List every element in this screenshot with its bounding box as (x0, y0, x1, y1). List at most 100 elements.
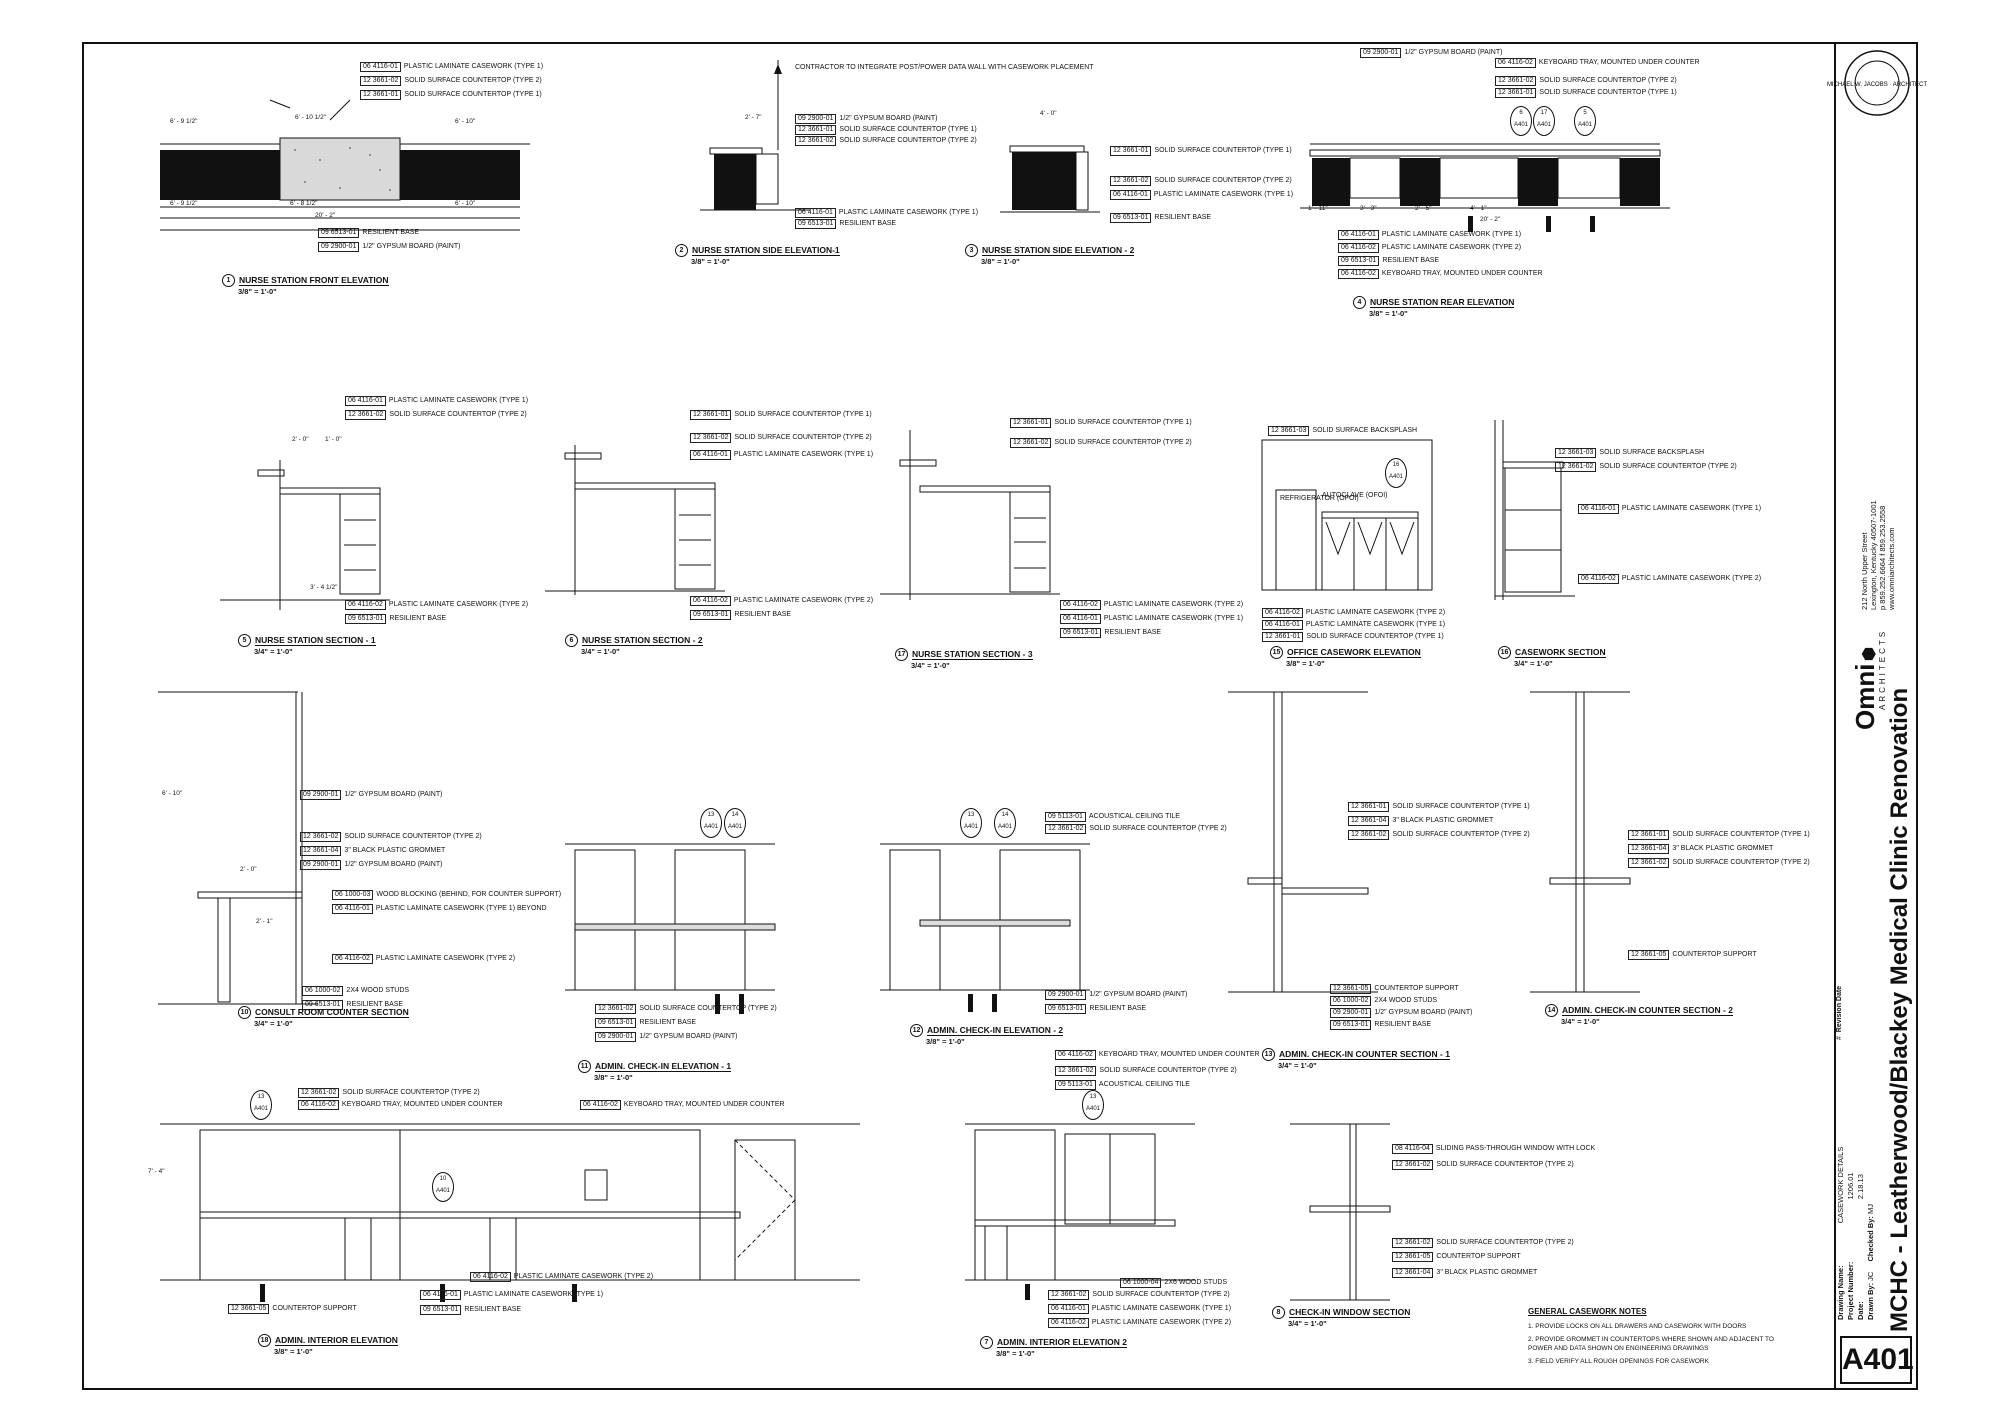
title-block (1834, 42, 1918, 1390)
firm-address: 212 North Upper Street Lexington, Kentuc… (1860, 500, 1896, 610)
nurse-station-section-3-drawing (880, 430, 1060, 600)
keynote: CONTRACTOR TO INTEGRATE POST/POWER DATA … (795, 64, 1094, 71)
dimension: 3' - 4 1/2" (310, 584, 338, 591)
drawing-frame (82, 42, 1918, 1390)
dimension: 4' - 1" (1470, 205, 1487, 212)
office-casework-elevation-drawing (1261, 439, 1433, 591)
rear-elevation-drawing (1300, 143, 1670, 232)
side-elevation-2-drawing (1000, 145, 1100, 213)
dimension: 3' - 3" (1360, 205, 1377, 212)
consult-room-counter-section-drawing (158, 691, 318, 1005)
dimension: 6' - 9 1/2" (170, 200, 198, 207)
architect-seal: MICHAEL W. JACOBS · ARCHITECT (1827, 50, 1927, 116)
title-block-fields: Drawing Name: CASEWORK DETAILS Project N… (1836, 1146, 1875, 1320)
dimension: 1' - 0" (325, 436, 342, 443)
firm-logo: Omni ⬢ (1850, 647, 1881, 730)
firm-name: Omni (1850, 663, 1880, 730)
admin-check-in-counter-section-2-drawing (1530, 691, 1640, 993)
seal-text: MICHAEL W. JACOBS · ARCHITECT (1827, 82, 1927, 88)
dimension: 6' - 10 1/2" (295, 114, 327, 121)
dimension: 4' - 0" (1040, 110, 1057, 117)
project-title: MCHC - Leatherwood/Blackey Medical Clini… (1886, 687, 1913, 1332)
note-item: 2. PROVIDE GROMMET IN COUNTERTOPS WHERE … (1528, 1336, 1774, 1352)
nurse-station-front-elevation-drawing (160, 99, 530, 231)
